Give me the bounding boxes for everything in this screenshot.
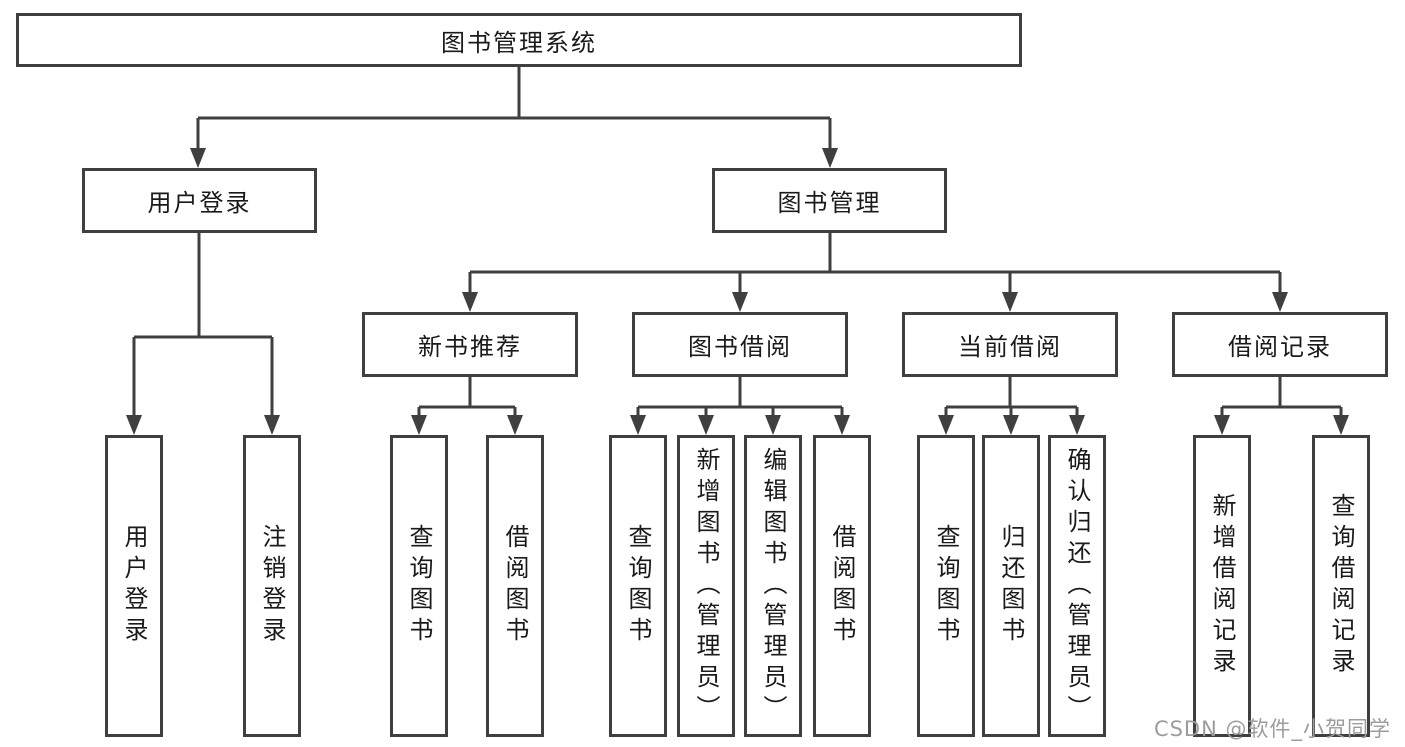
leaf-confirm-return-admin: 确认归还（管理员） (1048, 435, 1106, 737)
csdn-watermark: CSDN @软件_小贺同学 (1153, 717, 1391, 741)
leaf-edit-books-admin: 编辑图书（管理员） (744, 435, 802, 737)
leaf-logout-label: 注销登录 (258, 524, 286, 648)
node-user-login: 用户登录 (82, 168, 317, 233)
leaf-search-books-recommend: 查询图书 (390, 435, 448, 737)
leaf-borrow-books-recommend: 借阅图书 (486, 435, 544, 737)
leaf-confirm-return-admin-label: 确认归还（管理员） (1063, 446, 1091, 726)
leaf-search-books-current-label: 查询图书 (932, 524, 960, 648)
arrowheads (126, 148, 1349, 435)
leaf-user-login-label: 用户登录 (120, 524, 148, 648)
leaf-borrow-books: 借阅图书 (813, 435, 871, 737)
leaf-borrow-books-label: 借阅图书 (828, 524, 856, 648)
leaf-edit-books-admin-label: 编辑图书（管理员） (759, 446, 787, 726)
leaf-return-books-label: 归还图书 (997, 524, 1025, 648)
leaf-add-books-admin: 新增图书（管理员） (677, 435, 735, 737)
leaf-add-books-admin-label: 新增图书（管理员） (692, 446, 720, 726)
node-current-borrow: 当前借阅 (902, 312, 1118, 377)
leaf-search-books-recommend-label: 查询图书 (405, 524, 433, 648)
node-new-book-recommend: 新书推荐 (362, 312, 578, 377)
leaf-add-borrow-record-label: 新增借阅记录 (1208, 493, 1236, 679)
leaf-logout: 注销登录 (243, 435, 301, 737)
node-book-management: 图书管理 (712, 168, 947, 233)
leaf-search-borrow-record-label: 查询借阅记录 (1327, 493, 1355, 679)
leaf-search-books-current: 查询图书 (917, 435, 975, 737)
node-book-borrow: 图书借阅 (632, 312, 848, 377)
leaf-search-books-borrow: 查询图书 (609, 435, 667, 737)
node-borrow-records: 借阅记录 (1172, 312, 1388, 377)
node-library-management-system: 图书管理系统 (16, 13, 1022, 67)
leaf-add-borrow-record: 新增借阅记录 (1193, 435, 1251, 737)
leaf-return-books: 归还图书 (982, 435, 1040, 737)
leaf-search-books-borrow-label: 查询图书 (624, 524, 652, 648)
leaf-search-borrow-record: 查询借阅记录 (1312, 435, 1370, 737)
leaf-borrow-books-recommend-label: 借阅图书 (501, 524, 529, 648)
leaf-user-login: 用户登录 (105, 435, 163, 737)
